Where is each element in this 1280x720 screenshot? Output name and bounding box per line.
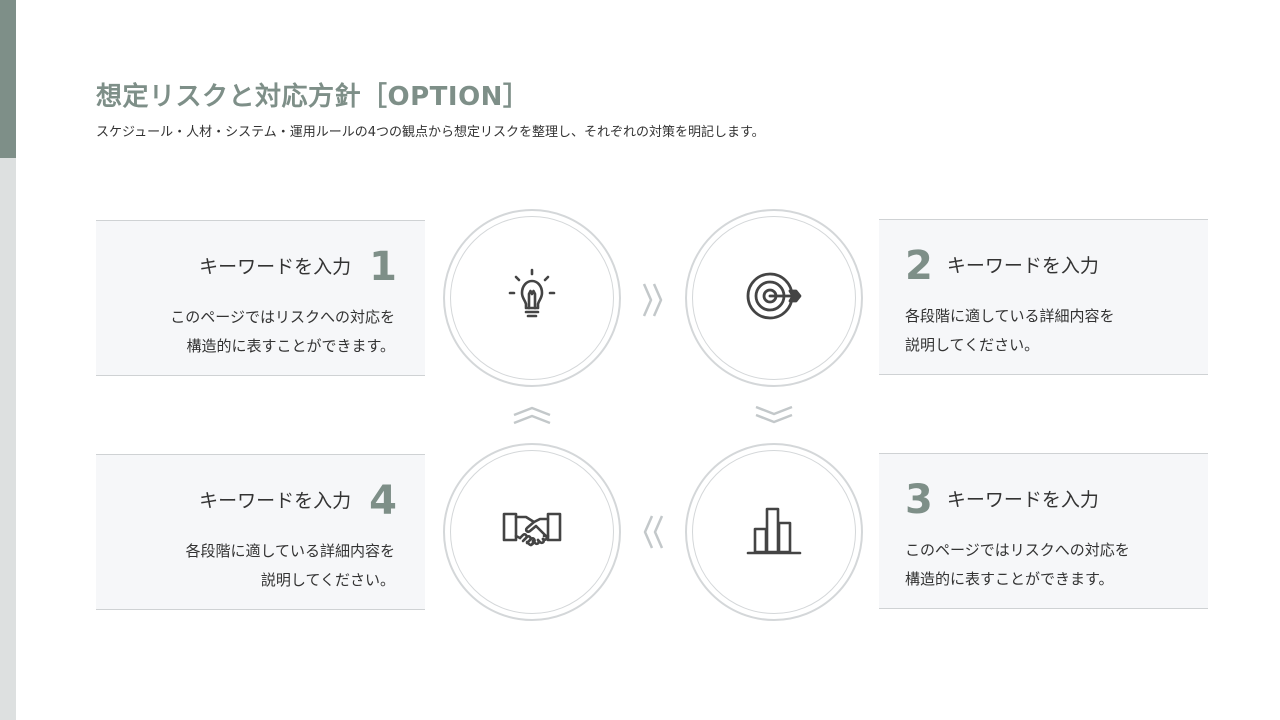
target-icon [742, 264, 806, 332]
step-circle-2 [685, 209, 863, 387]
step-card-1-keyword: キーワードを入力 [199, 256, 352, 278]
step-card-4-description: 各段階に適している詳細内容を 説明してください。 [185, 537, 395, 595]
step-card-2-description: 各段階に適している詳細内容を 説明してください。 [905, 302, 1115, 360]
step-card-2-line-2: 説明してください。 [905, 336, 1040, 354]
step-card-4-line-2: 説明してください。 [260, 571, 395, 589]
arrow-right [640, 282, 666, 322]
step-circle-1 [443, 209, 621, 387]
step-card-2-line-1: 各段階に適している詳細内容を [905, 307, 1115, 325]
step-card-3-keyword: キーワードを入力 [946, 489, 1099, 511]
step-card-1: キーワードを入力 1 このページではリスクへの対応を 構造的に表すことができます… [96, 220, 425, 376]
step-card-2-keyword: キーワードを入力 [946, 255, 1099, 277]
arrow-down [754, 404, 794, 430]
step-card-2-heading: 2 キーワードを入力 [905, 242, 1099, 290]
step-card-3-heading: 3 キーワードを入力 [905, 476, 1099, 524]
step-card-1-line-2: 構造的に表すことができます。 [186, 337, 395, 355]
step-card-1-heading: キーワードを入力 1 [199, 243, 397, 291]
step-card-3: 3 キーワードを入力 このページではリスクへの対応を 構造的に表すことができます… [879, 453, 1208, 609]
step-card-4-keyword: キーワードを入力 [199, 490, 352, 512]
page-subtitle: スケジュール・人材・システム・運用ルールの4つの観点から想定リスクを整理し、それ… [96, 125, 765, 140]
left-accent-bar [0, 0, 16, 158]
page-title: 想定リスクと対応方針［OPTION］ [96, 82, 530, 112]
step-card-2: 2 キーワードを入力 各段階に適している詳細内容を 説明してください。 [879, 219, 1208, 375]
step-card-1-line-1: このページではリスクへの対応を [170, 308, 395, 326]
handshake-icon [500, 498, 564, 566]
step-card-3-line-1: このページではリスクへの対応を [905, 541, 1130, 559]
step-card-2-number: 2 [905, 243, 933, 289]
step-card-3-number: 3 [905, 477, 933, 523]
bar-chart-icon [742, 498, 806, 566]
step-circle-3-inner-ring [692, 450, 856, 614]
step-circle-2-inner-ring [692, 216, 856, 380]
step-card-3-description: このページではリスクへの対応を 構造的に表すことができます。 [905, 536, 1130, 594]
step-card-1-number: 1 [369, 244, 397, 290]
arrow-left [640, 514, 666, 554]
step-circle-1-inner-ring [450, 216, 614, 380]
arrow-up [512, 404, 552, 430]
step-card-4-line-1: 各段階に適している詳細内容を [185, 542, 395, 560]
step-card-4-number: 4 [369, 478, 397, 524]
left-sidebar-strip [0, 0, 16, 720]
step-card-4-heading: キーワードを入力 4 [199, 477, 397, 525]
step-card-3-line-2: 構造的に表すことができます。 [905, 570, 1114, 588]
step-circle-3 [685, 443, 863, 621]
step-circle-4-inner-ring [450, 450, 614, 614]
step-card-1-description: このページではリスクへの対応を 構造的に表すことができます。 [170, 303, 395, 361]
step-circle-4 [443, 443, 621, 621]
step-card-4: キーワードを入力 4 各段階に適している詳細内容を 説明してください。 [96, 454, 425, 610]
lightbulb-icon [500, 264, 564, 332]
